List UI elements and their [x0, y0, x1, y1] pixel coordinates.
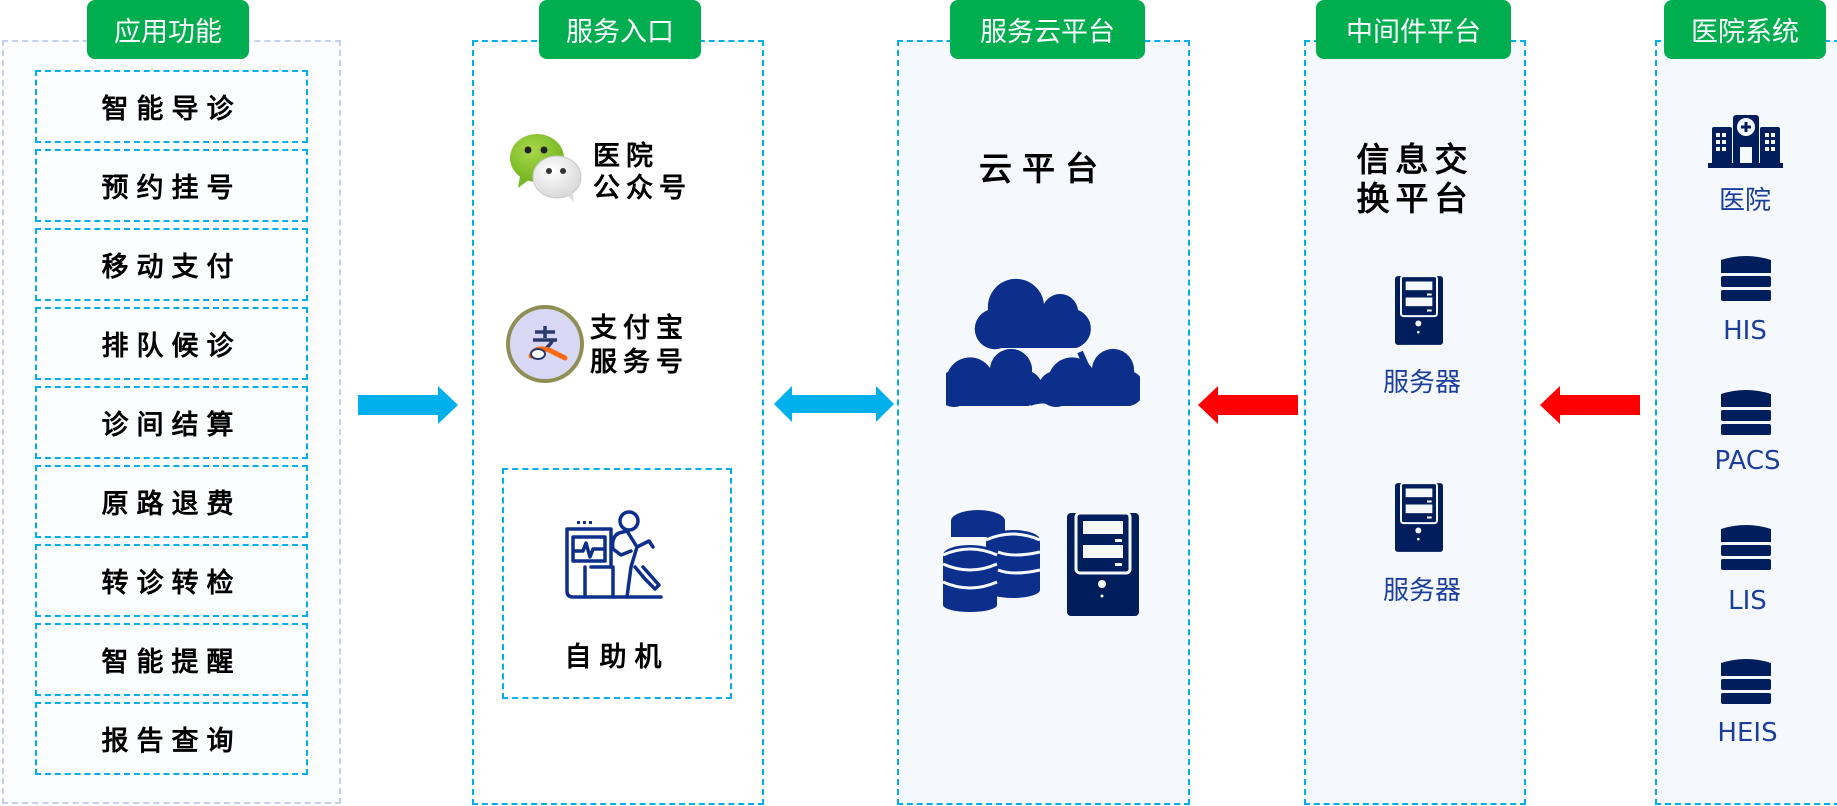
app-item[interactable]: 智能导诊	[35, 70, 308, 143]
alipay-label-line1: 支付宝	[590, 313, 689, 344]
server-icon	[1067, 513, 1139, 616]
server-icon	[1395, 276, 1443, 345]
wechat-label-line2: 公众号	[593, 173, 692, 204]
arrow-bidirectional-icon	[774, 386, 894, 422]
system-label: HIS	[1723, 316, 1767, 346]
arrow-right-icon	[358, 386, 458, 424]
app-item[interactable]: 原路退费	[35, 465, 308, 538]
hospital-tab: 医院系统	[1664, 0, 1826, 59]
server-icon	[1395, 483, 1443, 552]
system-label: PACS	[1714, 446, 1781, 476]
alipay-label-line2: 服务号	[590, 347, 689, 378]
server-label: 服务器	[1382, 368, 1461, 398]
apps-tab: 应用功能	[87, 0, 249, 59]
database-stack-icon	[942, 510, 1041, 612]
server-label: 服务器	[1382, 576, 1461, 606]
arrow-left-icon	[1198, 386, 1298, 424]
alipay-icon	[506, 305, 584, 383]
app-item[interactable]: 排队候诊	[35, 307, 308, 380]
entry-tab: 服务入口	[539, 0, 701, 59]
wechat-label-line1: 医院	[593, 141, 659, 172]
database-icon	[1721, 659, 1771, 704]
database-icon	[1721, 390, 1771, 435]
kiosk-icon	[565, 510, 663, 599]
wechat-icon	[510, 134, 582, 202]
app-item[interactable]: 智能提醒	[35, 623, 308, 696]
hospital-icon	[1708, 115, 1783, 168]
kiosk-box[interactable]: 自助机	[502, 468, 732, 699]
hospital-label: 医院	[1718, 186, 1771, 216]
cloud-panel	[897, 40, 1190, 805]
middleware-tab: 中间件平台	[1316, 0, 1511, 59]
cloud-tab: 服务云平台	[950, 0, 1145, 59]
arrow-left-icon	[1540, 386, 1640, 424]
cloud-network-icon	[946, 278, 1140, 408]
app-item[interactable]: 诊间结算	[35, 386, 308, 459]
system-label: LIS	[1728, 586, 1767, 616]
app-item[interactable]: 报告查询	[35, 702, 308, 775]
app-item[interactable]: 转诊转检	[35, 544, 308, 617]
middleware-panel	[1304, 40, 1526, 805]
middleware-label-line1: 信息交	[1356, 140, 1474, 179]
app-item[interactable]: 预约挂号	[35, 149, 308, 222]
database-icon	[1721, 256, 1771, 301]
system-label: HEIS	[1717, 718, 1778, 748]
cloud-label: 云平台	[979, 149, 1108, 188]
kiosk-label: 自助机	[564, 642, 670, 673]
app-item[interactable]: 移动支付	[35, 228, 308, 301]
middleware-label-line2: 换平台	[1356, 179, 1474, 218]
database-icon	[1721, 525, 1771, 570]
